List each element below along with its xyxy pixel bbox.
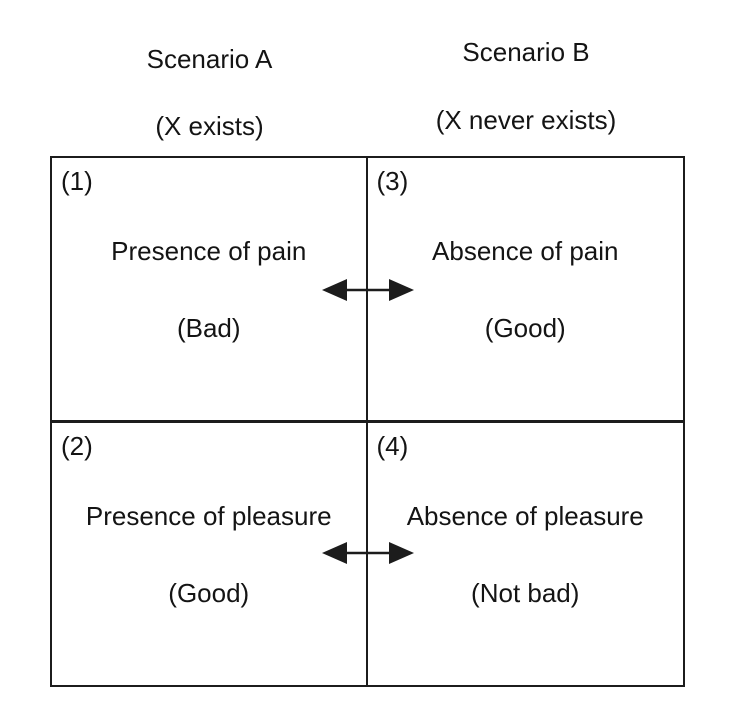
cell-label: Absence of pleasure xyxy=(406,501,644,531)
cell-number: (2) xyxy=(61,431,93,461)
quadrant-table: (1) Presence of pain (Bad) (3) Absence o… xyxy=(50,156,685,687)
scenario-a-subtitle: (X exists) xyxy=(155,111,264,142)
scenario-b-title: Scenario B xyxy=(462,37,590,67)
cell-label: Presence of pleasure xyxy=(85,501,332,531)
cell-number: (3) xyxy=(376,166,409,196)
cell-number: (4) xyxy=(376,431,409,461)
scenario-b-subtitle: (X never exists) xyxy=(435,105,617,136)
cell-absence-of-pain: (3) Absence of pain (Good) xyxy=(367,158,683,423)
cell-valence: (Not bad) xyxy=(471,578,580,608)
cell-valence: (Good) xyxy=(484,313,566,343)
cell-label: Presence of pain xyxy=(111,236,307,266)
cell-presence-of-pleasure: (2) Presence of pleasure (Good) xyxy=(52,423,368,685)
double-arrow-icon xyxy=(322,542,414,564)
cell-number: (1) xyxy=(61,166,93,196)
column-header-scenario-b: Scenario B (X never exists) xyxy=(367,37,685,136)
scenario-a-title: Scenario A xyxy=(146,44,273,74)
column-header-scenario-a: Scenario A (X exists) xyxy=(52,44,367,142)
double-arrow-icon xyxy=(322,279,414,301)
cell-label: Absence of pain xyxy=(432,236,619,266)
cell-presence-of-pain: (1) Presence of pain (Bad) xyxy=(52,158,368,423)
cell-absence-of-pleasure: (4) Absence of pleasure (Not bad) xyxy=(368,423,684,685)
cell-valence: (Bad) xyxy=(176,313,241,343)
cell-valence: (Good) xyxy=(168,578,250,608)
